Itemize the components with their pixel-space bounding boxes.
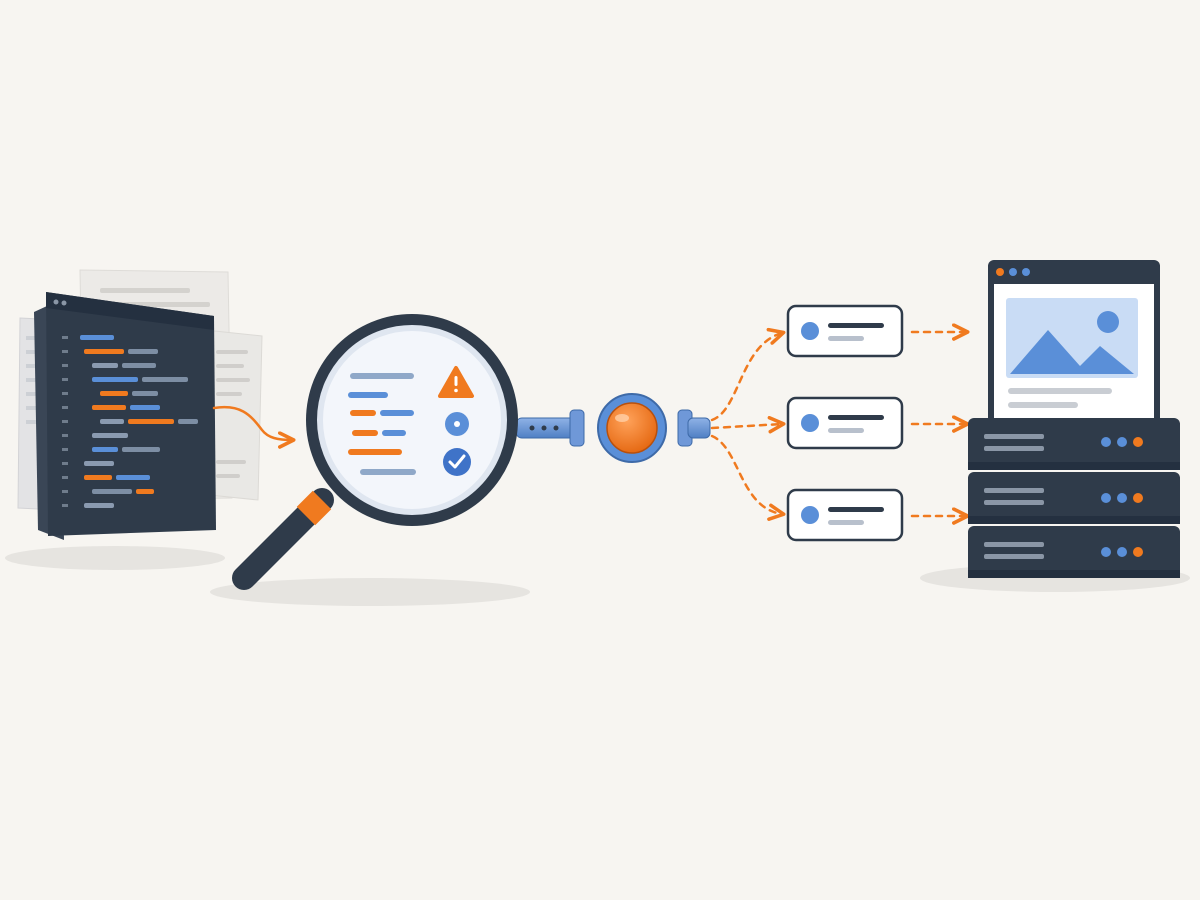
server-unit <box>968 418 1180 470</box>
magnifying-glass-icon <box>232 314 518 590</box>
branch-bottom <box>710 434 786 521</box>
message-card-icon <box>786 396 904 450</box>
branch-connectors <box>710 323 970 525</box>
branch-top <box>710 327 786 422</box>
branch-middle <box>710 415 786 434</box>
shadow-magnifier <box>210 578 530 606</box>
info-icon <box>445 412 469 436</box>
browser-window-image-icon <box>988 260 1160 430</box>
flow-arrow-code-to-inspector <box>212 405 296 449</box>
mountain-image-icon <box>1010 330 1134 374</box>
server-rack-icon <box>968 418 1180 578</box>
server-unit <box>968 526 1180 578</box>
server-unit <box>968 472 1180 524</box>
warning-icon <box>438 366 474 398</box>
pipe-connector-icon <box>515 393 711 463</box>
code-window <box>46 292 216 536</box>
code-editor-stack-icon <box>17 269 263 540</box>
check-icon <box>443 448 471 476</box>
shadow-code <box>5 546 225 570</box>
message-card-icon <box>786 304 904 358</box>
message-card-icon <box>786 488 904 542</box>
